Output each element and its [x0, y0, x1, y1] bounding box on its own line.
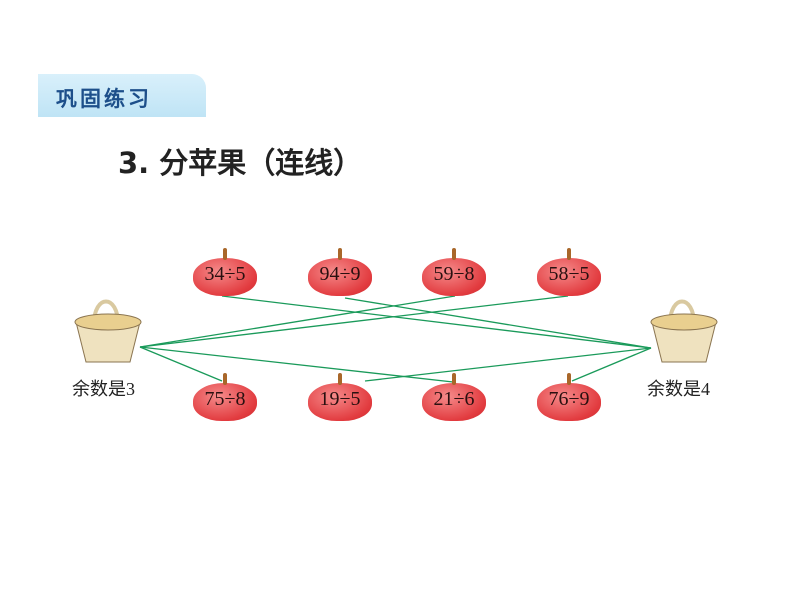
line-right-34-5	[221, 295, 652, 349]
line-left-21-6	[139, 346, 454, 383]
apple-expression: 58÷5	[548, 263, 590, 285]
apple-expression: 76÷9	[548, 388, 590, 410]
apple[interactable]: 76÷9	[537, 373, 601, 421]
line-right-19-5	[364, 347, 652, 382]
apple-expression: 34÷5	[204, 263, 246, 285]
basket-label-right: 余数是4	[647, 379, 710, 399]
line-left-75-8	[139, 346, 223, 382]
exercise-title: 3. 分苹果（连线）	[118, 146, 363, 180]
apple[interactable]: 19÷5	[308, 373, 372, 421]
section-tag: 巩固练习	[38, 74, 206, 117]
line-right-94-9	[344, 297, 652, 349]
apple[interactable]: 58÷5	[537, 248, 601, 296]
section-tag-label: 巩固练习	[56, 87, 152, 111]
apple[interactable]: 59÷8	[422, 248, 486, 296]
basket-icon	[650, 299, 718, 363]
apple-expression: 59÷8	[433, 263, 475, 285]
apple[interactable]: 75÷8	[193, 373, 257, 421]
line-left-59-8	[139, 295, 456, 348]
basket-label-left: 余数是3	[72, 379, 135, 399]
apple[interactable]: 94÷9	[308, 248, 372, 296]
apple-expression: 94÷9	[319, 263, 361, 285]
apple[interactable]: 34÷5	[193, 248, 257, 296]
apple-expression: 75÷8	[204, 388, 246, 410]
basket-icon	[74, 299, 142, 363]
apple-expression: 19÷5	[319, 388, 361, 410]
line-right-76-9	[571, 347, 652, 382]
apple[interactable]: 21÷6	[422, 373, 486, 421]
line-left-58-5	[139, 295, 569, 348]
apple-expression: 21÷6	[433, 388, 475, 410]
